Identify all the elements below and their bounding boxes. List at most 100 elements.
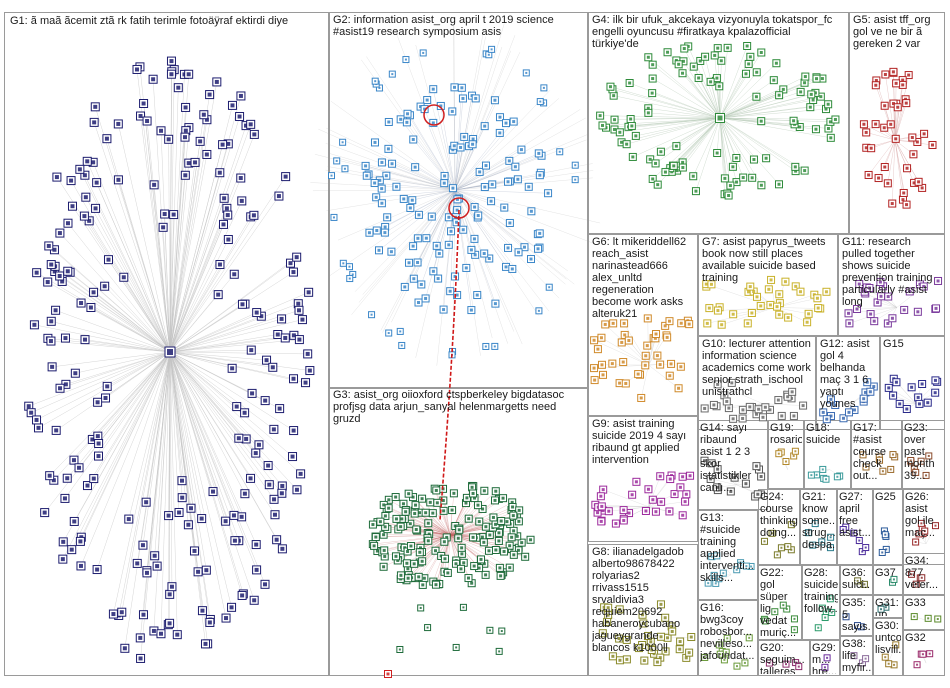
node: [132, 64, 142, 74]
node: [452, 218, 461, 227]
node: [855, 537, 863, 545]
node: [55, 271, 65, 281]
node: [888, 199, 897, 208]
node: [782, 458, 790, 466]
node: [914, 393, 923, 402]
node: [396, 327, 404, 335]
edge: [169, 351, 275, 430]
node: [167, 582, 177, 592]
edge: [50, 340, 171, 353]
node: [51, 305, 61, 315]
node: [400, 282, 409, 291]
node: [761, 403, 770, 412]
node: [90, 102, 100, 112]
node: [254, 440, 264, 450]
group-label-g9: G9: asist training suicide 2019 4 sayı r…: [592, 418, 687, 466]
group-box-g11: [838, 234, 945, 336]
edge: [79, 169, 171, 353]
node: [831, 401, 840, 410]
node: [470, 234, 479, 243]
node: [495, 647, 503, 655]
edge: [169, 256, 297, 353]
node: [156, 629, 166, 639]
edge: [169, 61, 172, 353]
node: [748, 173, 757, 182]
node: [772, 59, 781, 68]
node: [593, 345, 602, 354]
edge: [71, 351, 171, 550]
node: [75, 164, 85, 174]
node: [823, 654, 831, 662]
node: [285, 258, 295, 268]
node: [862, 544, 870, 552]
node: [380, 546, 389, 555]
node: [615, 656, 624, 665]
node: [870, 317, 879, 326]
node: [902, 200, 911, 209]
node: [504, 177, 513, 186]
node: [678, 163, 687, 172]
edge: [719, 94, 780, 119]
group-box-g38: [840, 636, 873, 676]
group-box-g15: [880, 336, 945, 430]
node: [675, 645, 684, 654]
node: [370, 179, 379, 188]
node: [713, 380, 722, 389]
group-label-g10: G10: lecturer attention information scie…: [702, 338, 811, 398]
node: [74, 463, 84, 473]
node: [152, 561, 162, 571]
node: [644, 53, 653, 62]
node: [165, 589, 175, 599]
node: [480, 122, 489, 131]
node: [814, 304, 823, 313]
node: [648, 89, 657, 98]
node: [487, 197, 496, 206]
edge: [719, 117, 762, 122]
edge: [454, 144, 473, 191]
edge: [169, 264, 221, 353]
node: [249, 595, 259, 605]
node: [469, 533, 478, 542]
edge: [169, 351, 283, 549]
edge: [894, 84, 903, 141]
node: [889, 391, 898, 400]
node: [775, 290, 784, 299]
edge: [600, 115, 721, 119]
node: [707, 459, 716, 468]
node: [93, 431, 103, 441]
edge: [414, 513, 451, 536]
group-box-g23: [902, 420, 945, 489]
edge: [454, 147, 461, 191]
node: [756, 301, 765, 310]
node: [86, 303, 96, 313]
edge: [682, 117, 721, 168]
node: [599, 485, 608, 494]
node: [377, 199, 386, 208]
node: [862, 463, 870, 471]
node: [822, 475, 830, 483]
node: [779, 601, 787, 609]
node: [556, 148, 564, 156]
node: [237, 512, 247, 522]
node: [880, 101, 889, 110]
node: [831, 115, 840, 124]
node: [766, 300, 775, 309]
edge: [384, 534, 451, 551]
edge: [326, 127, 456, 191]
node: [892, 79, 901, 88]
edge: [169, 351, 293, 457]
edge: [437, 502, 451, 536]
node: [339, 138, 347, 146]
node: [670, 490, 679, 499]
node: [60, 493, 70, 503]
node: [912, 468, 920, 476]
edge: [608, 614, 649, 640]
edge: [449, 534, 464, 563]
node: [514, 248, 523, 257]
node: [372, 193, 381, 202]
edge: [603, 489, 649, 507]
node: [904, 71, 913, 80]
node: [665, 317, 674, 326]
edge: [168, 351, 171, 516]
